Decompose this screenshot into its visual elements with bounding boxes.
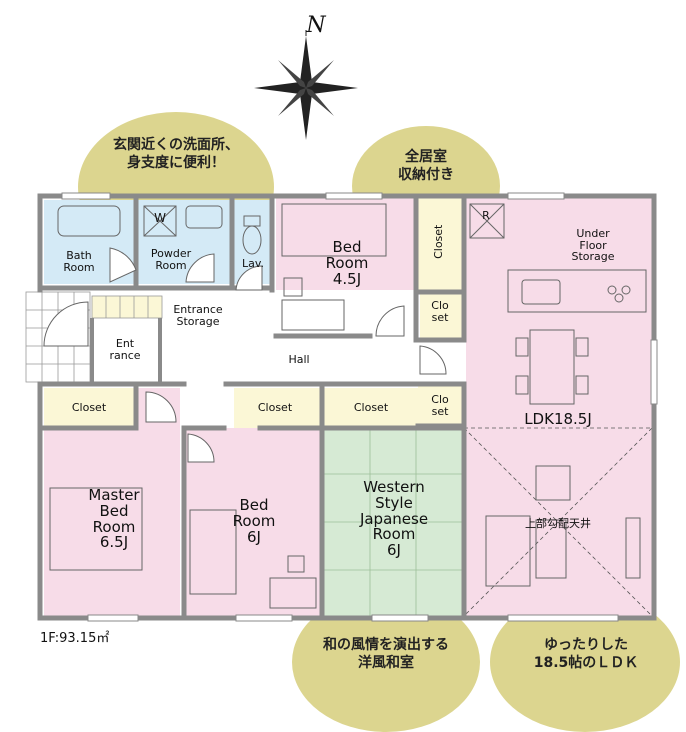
closet-master-fill: [44, 388, 134, 428]
tatami-grid: [324, 428, 462, 616]
vanity: [185, 205, 223, 229]
label-hall: Hall: [288, 353, 310, 366]
label-bedroom-6: Bed Room 6J: [232, 496, 276, 546]
compass-rose: [254, 30, 358, 140]
label-closet-small-2: Clo set: [431, 393, 449, 418]
stove-burner: [607, 285, 617, 295]
label-closet-bed6: Closet: [257, 401, 293, 414]
powder-room-fill: [138, 200, 230, 284]
walls: [37, 193, 657, 621]
room-fills: [44, 198, 652, 618]
label-closet-vertical: Closet: [432, 224, 446, 259]
label-underfloor-storage: Under Floor Storage: [571, 227, 615, 264]
callout-text-top-left: 玄関近くの洗面所、 身支度に便利！: [113, 137, 239, 172]
sink: [521, 279, 561, 305]
callout-text-bottom-center: 和の風情を演出する 洋風和室: [323, 637, 449, 672]
north-label: N: [306, 13, 326, 38]
floor-area: 1F:93.15㎡: [40, 631, 110, 646]
label-ldk: LDK18.5J: [524, 410, 592, 428]
closet-small-1-fill: [418, 294, 462, 338]
sofa: [485, 515, 531, 587]
label-powder-room: Powder Room: [150, 247, 192, 272]
floor-plan: [25, 30, 658, 622]
label-western-room: Western Style Japanese Room 6J: [359, 478, 429, 559]
chair-45: [283, 277, 303, 297]
armchair: [535, 465, 571, 501]
label-closet-master: Closet: [71, 401, 107, 414]
doors: [43, 247, 447, 463]
windows: [61, 192, 658, 622]
bed-6: [189, 509, 237, 595]
label-entrance-storage: Entrance Storage: [173, 303, 223, 328]
label-bath-room: Bath Room: [63, 249, 95, 274]
label-vaulted-ceiling: 上部勾配天井: [525, 517, 591, 530]
label-washer: W: [154, 211, 166, 225]
label-lav: Lav.: [241, 257, 265, 270]
callout-text-top-right: 全居室 収納付き: [398, 149, 454, 184]
refrigerator-box: [469, 203, 505, 239]
kitchen-counter: [507, 269, 647, 313]
closet-small-2-fill: [418, 386, 462, 426]
washer-box: [143, 205, 177, 237]
bathtub: [57, 205, 121, 237]
label-bedroom-45: Bed Room 4.5J: [325, 238, 369, 288]
master-bed: [49, 487, 143, 571]
entrance-step: [90, 318, 162, 384]
coffee-table: [535, 519, 567, 579]
furniture: [49, 203, 647, 609]
bed-45: [281, 203, 387, 257]
callout-text-bottom-right: ゆったりした 18.5帖のＬＤＫ: [533, 637, 639, 672]
label-closet-small-1: Clo set: [431, 299, 449, 324]
desk-45: [281, 299, 345, 331]
label-closet-western: Closet: [353, 401, 389, 414]
dining-table: [529, 329, 575, 405]
label-refrigerator: R: [482, 209, 490, 222]
closet-vertical-fill: [418, 198, 462, 290]
closet-western-fill: [324, 388, 418, 428]
label-entrance: Ent rance: [109, 337, 141, 362]
label-master-bedroom: Master Bed Room 6.5J: [88, 486, 140, 552]
desk-6: [269, 577, 317, 609]
tv-stand: [625, 517, 641, 579]
closet-bed6-fill: [234, 388, 320, 428]
